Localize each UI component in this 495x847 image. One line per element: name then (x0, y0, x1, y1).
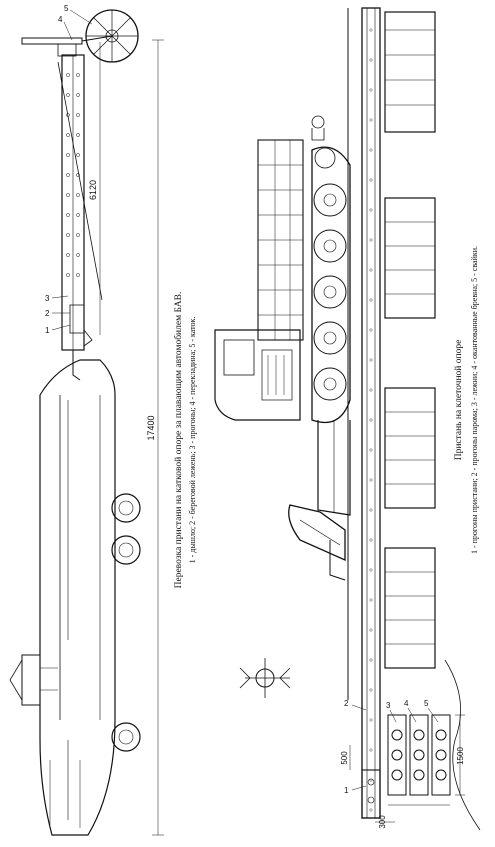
dim-beam: 500 (340, 751, 349, 765)
crib-logs (387, 714, 451, 796)
bottom-caption-legend: 1 - прогоны пристани; 2 - прогоны парома… (470, 246, 479, 554)
top-caption-legend: 1 - дышло; 2 - береговой лежень; 3 - про… (188, 317, 197, 564)
dim-span: 6120 (88, 180, 98, 200)
drawbar-frame (57, 54, 103, 381)
callout-5: 5 (64, 4, 69, 13)
amphibious-vehicle-hull (9, 359, 141, 836)
top-callouts: 1 2 3 4 5 (45, 4, 93, 335)
bottom-callout-5: 5 (424, 699, 429, 708)
bottom-drawing: 1 2 3 4 5 1500 500 300 Пристань на клето… (214, 7, 481, 831)
vehicle-wheel-2 (111, 535, 141, 565)
dim-spacing: 300 (378, 815, 387, 829)
callout-3: 3 (45, 294, 50, 303)
tracked-tractor (214, 115, 351, 581)
pier-beam (347, 7, 381, 819)
dim-length: 17400 (146, 415, 156, 440)
bottom-callouts: 1 2 3 4 5 (344, 699, 439, 795)
top-drawing: 1 2 3 4 5 17400 6120 Перевозка пристани … (9, 4, 197, 836)
roller-wheel (21, 9, 139, 63)
bottom-dimensions: 1500 500 300 (340, 714, 465, 829)
road-wheel-4 (313, 321, 347, 355)
vehicle-wheel-3 (111, 722, 141, 752)
callout-4: 4 (58, 15, 63, 24)
road-wheel-1 (313, 183, 347, 217)
road-wheel-3 (313, 275, 347, 309)
callout-2: 2 (45, 309, 50, 318)
bottom-callout-2: 2 (344, 699, 349, 708)
top-caption-title: Перевозка пристани на катковой опоре за … (173, 292, 184, 589)
road-wheel-5 (313, 367, 347, 401)
crib-support (361, 659, 481, 831)
road-wheel-2 (313, 229, 347, 263)
top-dimensions: 17400 6120 (88, 39, 164, 836)
pontoon-3 (384, 387, 436, 509)
pontoon-1 (384, 11, 436, 133)
bottom-callout-3: 3 (386, 701, 391, 710)
ferry-pontoons (379, 11, 436, 669)
bottom-callout-4: 4 (404, 699, 409, 708)
callout-1: 1 (45, 326, 50, 335)
dim-width: 1500 (456, 747, 465, 765)
bottom-callout-1: 1 (344, 786, 349, 795)
pontoon-4 (384, 547, 436, 669)
vehicle-wheel-1 (111, 493, 141, 523)
pontoon-2 (384, 197, 436, 319)
ferry-symbol (239, 658, 291, 698)
bottom-caption-title: Пристань на клеточной опоре (453, 340, 464, 461)
